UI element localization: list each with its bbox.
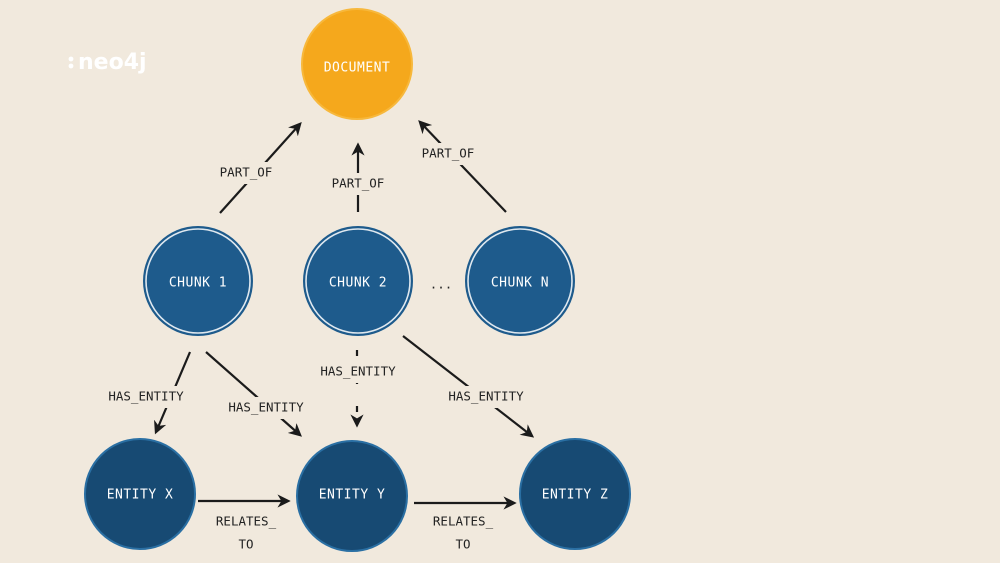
entityx-rim xyxy=(84,438,196,550)
entityy-rim xyxy=(296,440,408,552)
edge-label-has-entity-1: HAS_ENTITY xyxy=(108,389,184,404)
label-bg xyxy=(221,397,313,419)
edge-label-has-entity-3: HAS_ENTITY xyxy=(320,364,396,379)
entityx-circle xyxy=(85,439,195,549)
label-bg xyxy=(212,162,278,184)
label-bg xyxy=(415,143,481,165)
edge-label-part-of-2: PART_OF xyxy=(332,176,385,191)
node-entity-z[interactable]: ENTITY Z xyxy=(519,438,631,550)
chunkn-circle xyxy=(465,226,575,336)
node-chunk-2[interactable]: CHUNK 2 xyxy=(303,226,413,336)
node-chunk-n[interactable]: CHUNK N xyxy=(465,226,575,336)
edge-label-relates-2b: TO xyxy=(455,537,470,552)
document-label: DOCUMENT xyxy=(324,61,391,76)
edge-label-relates-1b: TO xyxy=(238,537,253,552)
label-bg xyxy=(100,386,192,408)
label-bg xyxy=(440,386,532,408)
edge-chunkn-document xyxy=(418,120,507,213)
edges-has-entity: HAS_ENTITY HAS_ENTITY HAS_ENTITY HAS_ENT… xyxy=(100,335,535,438)
chunkn-ring xyxy=(467,228,573,334)
node-entity-y[interactable]: ENTITY Y xyxy=(296,440,408,552)
logo-text: neo4j xyxy=(78,50,147,75)
chunk1-label: CHUNK 1 xyxy=(169,276,227,291)
chunk1-circle xyxy=(143,226,253,336)
edge-label-part-of-3: PART_OF xyxy=(422,146,475,161)
node-entity-x[interactable]: ENTITY X xyxy=(84,438,196,550)
chunkn-label: CHUNK N xyxy=(491,276,549,291)
edge-label-has-entity-2: HAS_ENTITY xyxy=(228,400,304,415)
chunk2-ring xyxy=(305,228,411,334)
entityy-circle xyxy=(297,441,407,551)
label-bg xyxy=(325,173,391,195)
node-chunk-1[interactable]: CHUNK 1 xyxy=(143,226,253,336)
chunk1-ring xyxy=(145,228,251,334)
edge-chunk1-entityy xyxy=(205,351,302,437)
edge-label-relates-1a: RELATES_ xyxy=(216,514,277,529)
chunk-ellipsis: ... xyxy=(430,277,453,292)
entityz-circle xyxy=(520,439,630,549)
node-document[interactable]: DOCUMENT xyxy=(301,8,413,120)
label-bg xyxy=(313,361,405,383)
edges-relates-to: RELATES_ TO RELATES_ TO xyxy=(198,494,517,552)
edges-part-of: PART_OF PART_OF PART_OF xyxy=(212,120,507,214)
document-circle xyxy=(301,8,413,120)
entityz-rim xyxy=(519,438,631,550)
entityz-label: ENTITY Z xyxy=(542,488,609,503)
chunk2-label: CHUNK 2 xyxy=(329,276,387,291)
edge-label-has-entity-4: HAS_ENTITY xyxy=(448,389,524,404)
edge-label-part-of-1: PART_OF xyxy=(220,165,273,180)
entityx-label: ENTITY X xyxy=(107,488,174,503)
neo4j-logo: neo4j xyxy=(68,50,147,75)
chunk2-circle xyxy=(303,226,413,336)
edge-label-relates-2a: RELATES_ xyxy=(433,514,494,529)
entityy-label: ENTITY Y xyxy=(319,488,386,503)
